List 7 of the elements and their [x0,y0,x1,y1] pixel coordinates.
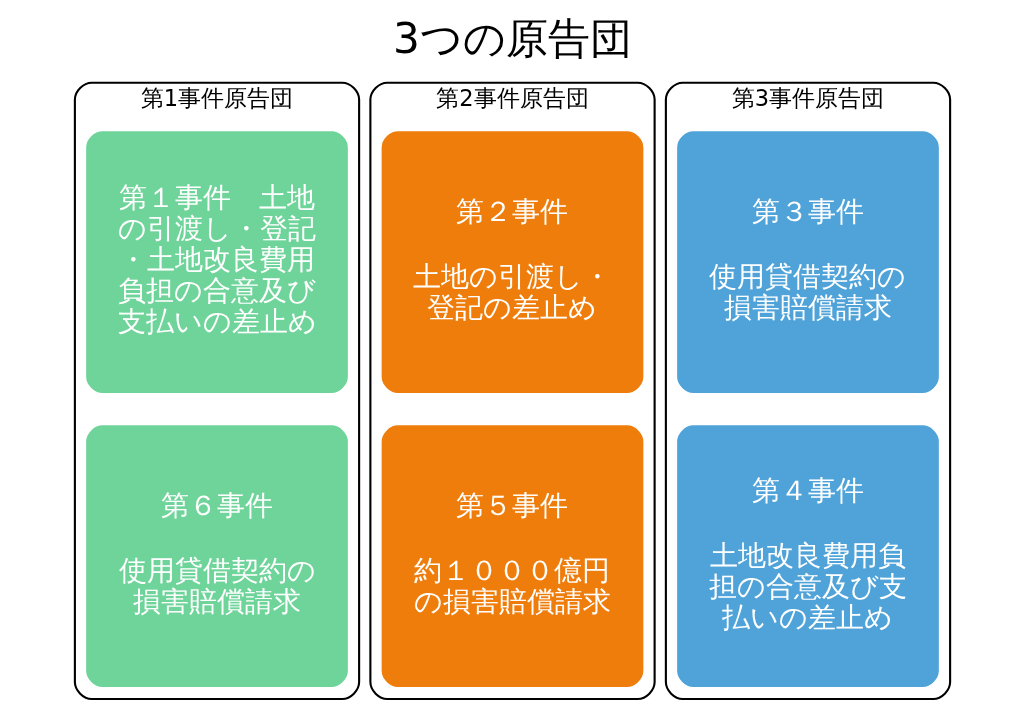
node-box: 第４事件 土地改良費用負担の合意及び支払いの差止め [675,423,940,689]
node-box: 第１事件 土地の引渡し・登記・土地改良費用負担の合意及び支払いの差止め [84,129,349,395]
node-box: 第２事件 土地の引渡し・登記の差止め [379,129,645,395]
node-box: 第５事件 約１０００億円の損害賠償請求 [379,423,645,689]
node-box: 第６事件 使用貸借契約の損害賠償請求 [84,423,349,689]
diagram-title: 3つの原告団 [392,14,632,64]
node-box: 第３事件 使用貸借契約の損害賠償請求 [675,129,940,395]
